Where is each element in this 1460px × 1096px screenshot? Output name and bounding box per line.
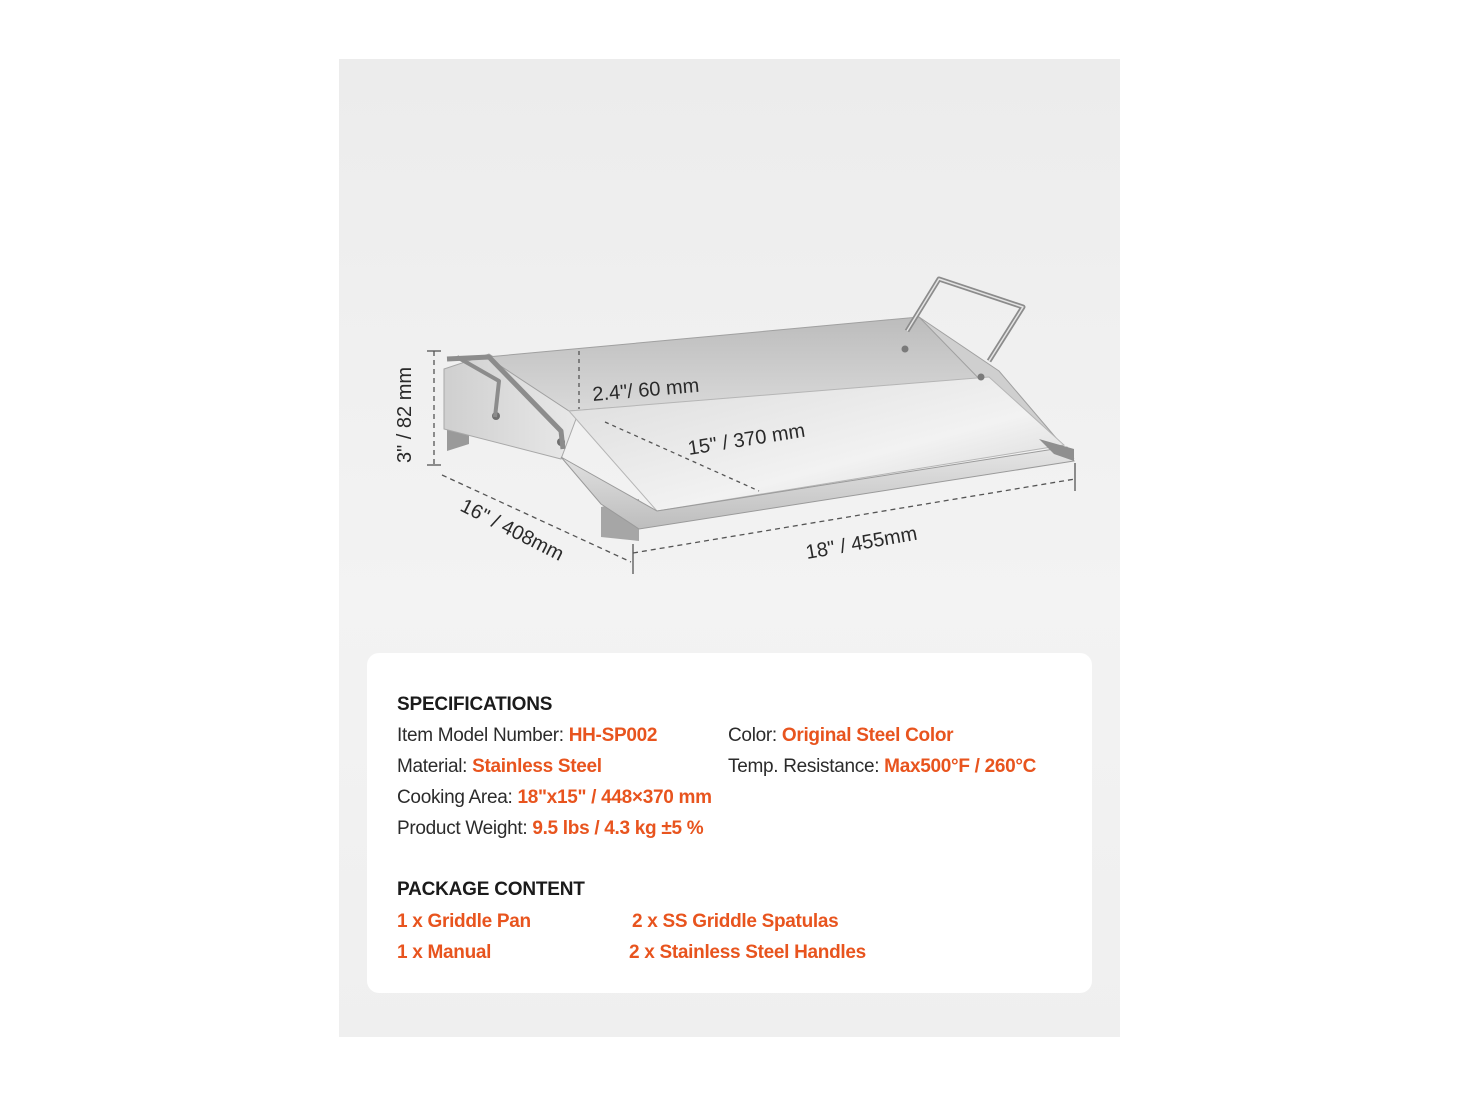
spec-area-value: 18"x15" / 448×370 mm xyxy=(517,787,712,808)
spec-area: Cooking Area: 18"x15" / 448×370 mm xyxy=(397,787,712,809)
dim-height-label: 3" / 82 mm xyxy=(394,367,416,463)
spec-weight-label: Product Weight: xyxy=(397,818,533,839)
spec-temp-value: Max500°F / 260°C xyxy=(884,756,1037,777)
rivet-icon xyxy=(901,345,909,353)
spec-model-value: HH-SP002 xyxy=(568,725,658,746)
left-handle-inner xyxy=(456,355,501,418)
spec-material: Material: Stainless Steel xyxy=(397,756,602,778)
pan-right-cap xyxy=(1039,439,1074,461)
right-handle-highlight xyxy=(906,278,1024,362)
spec-area-label: Cooking Area: xyxy=(397,787,518,808)
spec-color-value: Original Steel Color xyxy=(781,725,954,746)
dim-width-label: 18" / 455mm xyxy=(804,523,919,564)
package-item: 1 x Manual xyxy=(397,942,492,963)
spec-weight-value: 9.5 lbs / 4.3 kg ±5 % xyxy=(532,818,704,839)
spec-material-value: Stainless Steel xyxy=(472,756,602,777)
package-item: 2 x Stainless Steel Handles xyxy=(629,942,866,963)
spec-weight: Product Weight: 9.5 lbs / 4.3 kg ±5 % xyxy=(397,818,704,840)
spec-temp: Temp. Resistance: Max500°F / 260°C xyxy=(728,756,1036,778)
dim-depth-label: 16" / 408mm xyxy=(457,495,567,566)
spec-color-label: Color: xyxy=(728,725,782,746)
dimension-lines xyxy=(427,350,1076,574)
package-item: 1 x Griddle Pan xyxy=(397,911,531,932)
spec-model-label: Item Model Number: xyxy=(397,725,569,746)
rivet-icon xyxy=(977,373,985,381)
package-title: PACKAGE CONTENT xyxy=(397,879,585,900)
griddle-pan-illustration: 3" / 82 mm 16" / 408mm 18" / 455mm 2.4"/… xyxy=(394,276,1076,574)
spec-model: Item Model Number: HH-SP002 xyxy=(397,725,657,747)
package-item: 2 x SS Griddle Spatulas xyxy=(632,911,839,932)
spec-temp-label: Temp. Resistance: xyxy=(728,756,885,777)
spec-color: Color: Original Steel Color xyxy=(728,725,954,747)
pan-cooking-surface xyxy=(567,376,1066,512)
left-handle xyxy=(446,354,566,450)
specifications-title: SPECIFICATIONS xyxy=(397,694,553,715)
specifications-card: SPECIFICATIONS Item Model Number: HH-SP0… xyxy=(367,653,1092,993)
product-panel: 3" / 82 mm 16" / 408mm 18" / 455mm 2.4"/… xyxy=(339,59,1120,1037)
spec-material-label: Material: xyxy=(397,756,473,777)
